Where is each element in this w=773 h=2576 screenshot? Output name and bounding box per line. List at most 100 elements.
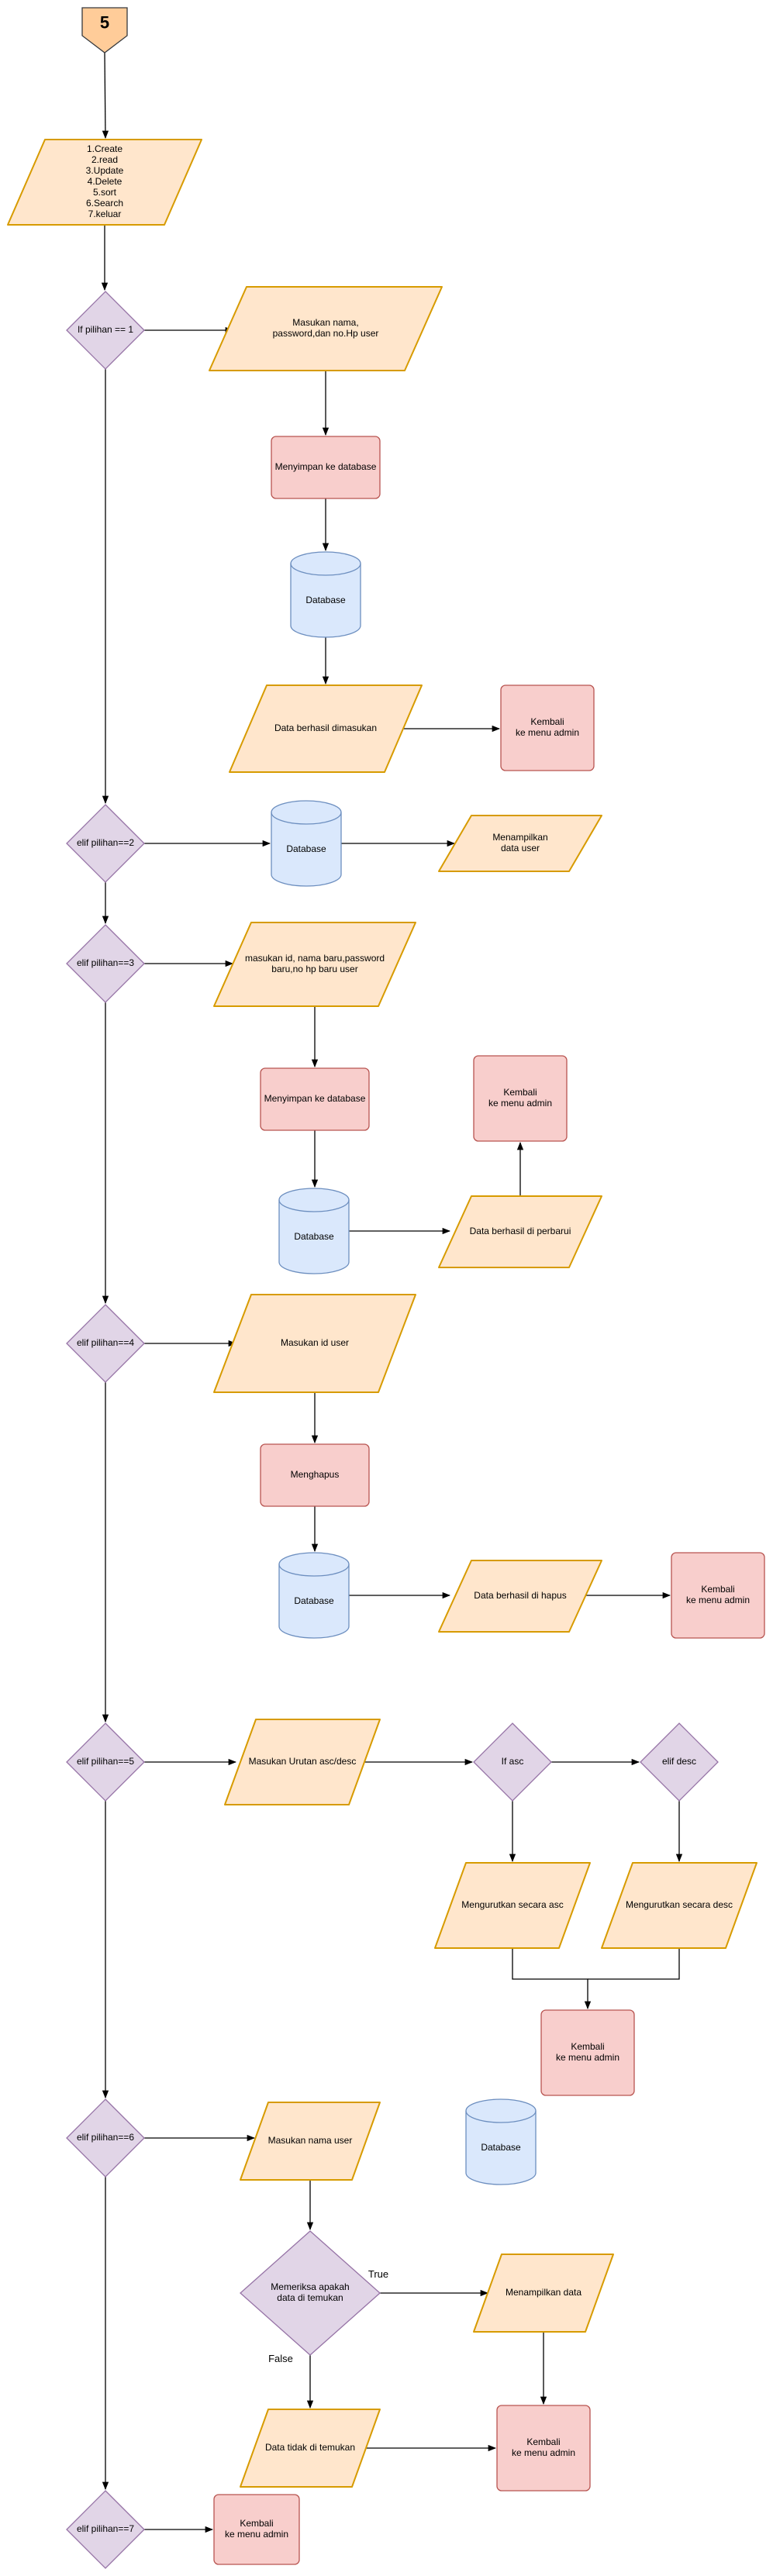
node-label: Data berhasil dimasukan bbox=[274, 722, 377, 733]
io-shape bbox=[213, 1294, 416, 1393]
node-label: Data berhasil di perbarui bbox=[470, 1226, 571, 1236]
node-label: data user bbox=[501, 843, 540, 853]
node-label: password,dan no.Hp user bbox=[273, 328, 379, 339]
node-label: Database bbox=[294, 1231, 334, 1242]
node-label: Database bbox=[294, 1595, 334, 1606]
database-search: Database bbox=[465, 2098, 537, 2185]
sort-ascending: Mengurutkan secara asc bbox=[434, 1862, 591, 1949]
node-label: Data tidak di temukan bbox=[265, 2442, 355, 2453]
connector bbox=[588, 1948, 680, 1980]
node-label: elif pilihan==6 bbox=[77, 2132, 134, 2143]
start-node: 5 bbox=[81, 7, 128, 53]
decision-shape bbox=[66, 2098, 145, 2178]
io-shape bbox=[438, 1195, 602, 1268]
node-label: 7.keluar bbox=[88, 209, 122, 219]
connectors bbox=[101, 52, 683, 2533]
decision-shape bbox=[66, 804, 145, 883]
delete-process: Menghapus bbox=[260, 1443, 370, 1507]
show-found-data: Menampilkan data bbox=[473, 2254, 614, 2333]
process-shape bbox=[671, 1552, 765, 1639]
decision-shape bbox=[66, 2490, 145, 2569]
database-rim bbox=[278, 1564, 350, 1577]
io-shape bbox=[213, 922, 416, 1007]
input-sort-order: Masukan Urutan asc/desc bbox=[224, 1719, 381, 1805]
node-label: 1.Create bbox=[87, 143, 123, 154]
input-user-id: Masukan id user bbox=[213, 1294, 416, 1393]
start-shape bbox=[81, 7, 128, 53]
edge-labels: True False bbox=[268, 2268, 388, 2364]
false-label: False bbox=[268, 2353, 293, 2364]
database-delete: Database bbox=[278, 1552, 350, 1639]
node-label: Menghapus bbox=[291, 1469, 340, 1480]
input-user-name: Masukan nama user bbox=[240, 2102, 381, 2181]
node-label: 5.sort bbox=[93, 187, 117, 198]
node-label: Kembali bbox=[526, 2436, 560, 2447]
node-label: Masukan nama user bbox=[268, 2135, 353, 2146]
io-shape bbox=[434, 1862, 591, 1949]
node-label: 2.read bbox=[91, 154, 118, 165]
connector bbox=[512, 1948, 592, 2010]
decision-pilihan-4: elif pilihan==4 bbox=[66, 1304, 145, 1383]
node-label: elif pilihan==3 bbox=[77, 957, 134, 968]
node-label: Database bbox=[305, 595, 346, 605]
decision-shape bbox=[240, 2230, 381, 2356]
node-label: If pilihan == 1 bbox=[78, 324, 133, 335]
node-label: Database bbox=[481, 2142, 521, 2153]
node-label: Kembali bbox=[503, 1087, 537, 1098]
node-label: Database bbox=[286, 843, 326, 854]
node-label: ke menu admin bbox=[556, 2052, 619, 2063]
node-label: elif pilihan==7 bbox=[77, 2523, 134, 2534]
database-rim bbox=[278, 1199, 350, 1212]
node-label: elif pilihan==2 bbox=[77, 837, 134, 848]
node-label: elif pilihan==4 bbox=[77, 1337, 134, 1348]
node-label: baru,no hp baru user bbox=[271, 964, 357, 974]
decision-shape bbox=[66, 1304, 145, 1383]
decision-pilihan-3: elif pilihan==3 bbox=[66, 924, 145, 1003]
decision-pilihan-6: elif pilihan==6 bbox=[66, 2098, 145, 2178]
node-label: 4.Delete bbox=[88, 176, 123, 187]
database-rim bbox=[271, 812, 342, 825]
node-label: Kembali bbox=[571, 2041, 604, 2052]
node-label: masukan id, nama baru,password bbox=[245, 953, 385, 964]
decision-shape bbox=[473, 1723, 552, 1802]
node-label: 6.Search bbox=[86, 198, 123, 209]
save-to-database-update: Menyimpan ke database bbox=[260, 1067, 370, 1131]
node-label: Menampilkan data bbox=[506, 2287, 581, 2298]
process-shape bbox=[496, 2405, 591, 2492]
decision-shape bbox=[640, 1723, 719, 1802]
node-label: Menyimpan ke database bbox=[275, 461, 377, 472]
node-label: Mengurutkan secara desc bbox=[626, 1899, 733, 1910]
nodes: 51.Create2.read3.Update4.Delete5.sort6.S… bbox=[7, 7, 765, 2569]
io-shape bbox=[224, 1719, 381, 1805]
process-shape bbox=[473, 1055, 568, 1142]
decision-pilihan-5: elif pilihan==5 bbox=[66, 1723, 145, 1802]
io-shape bbox=[438, 1560, 602, 1633]
decision-shape bbox=[66, 291, 145, 370]
node-label: Mengurutkan secara asc bbox=[461, 1899, 563, 1910]
node-label: Data berhasil di hapus bbox=[474, 1590, 566, 1601]
data-inserted-output: Data berhasil dimasukan bbox=[229, 685, 423, 773]
node-label: ke menu admin bbox=[516, 727, 579, 738]
database-rim bbox=[465, 2110, 537, 2123]
database-read: Database bbox=[271, 800, 342, 887]
node-label: elif desc bbox=[662, 1756, 696, 1767]
decision-asc: If asc bbox=[473, 1723, 552, 1802]
input-new-user: Masukan nama,password,dan no.Hp user bbox=[209, 286, 443, 371]
true-label: True bbox=[368, 2268, 388, 2280]
node-label: 5 bbox=[100, 13, 109, 33]
data-not-found-output: Data tidak di temukan bbox=[240, 2409, 381, 2488]
process-shape bbox=[271, 436, 381, 499]
data-updated-output: Data berhasil di perbarui bbox=[438, 1195, 602, 1268]
database-update: Database bbox=[278, 1188, 350, 1274]
node-label: Menyimpan ke database bbox=[264, 1093, 366, 1104]
io-shape bbox=[473, 2254, 614, 2333]
decision-pilihan-2: elif pilihan==2 bbox=[66, 804, 145, 883]
